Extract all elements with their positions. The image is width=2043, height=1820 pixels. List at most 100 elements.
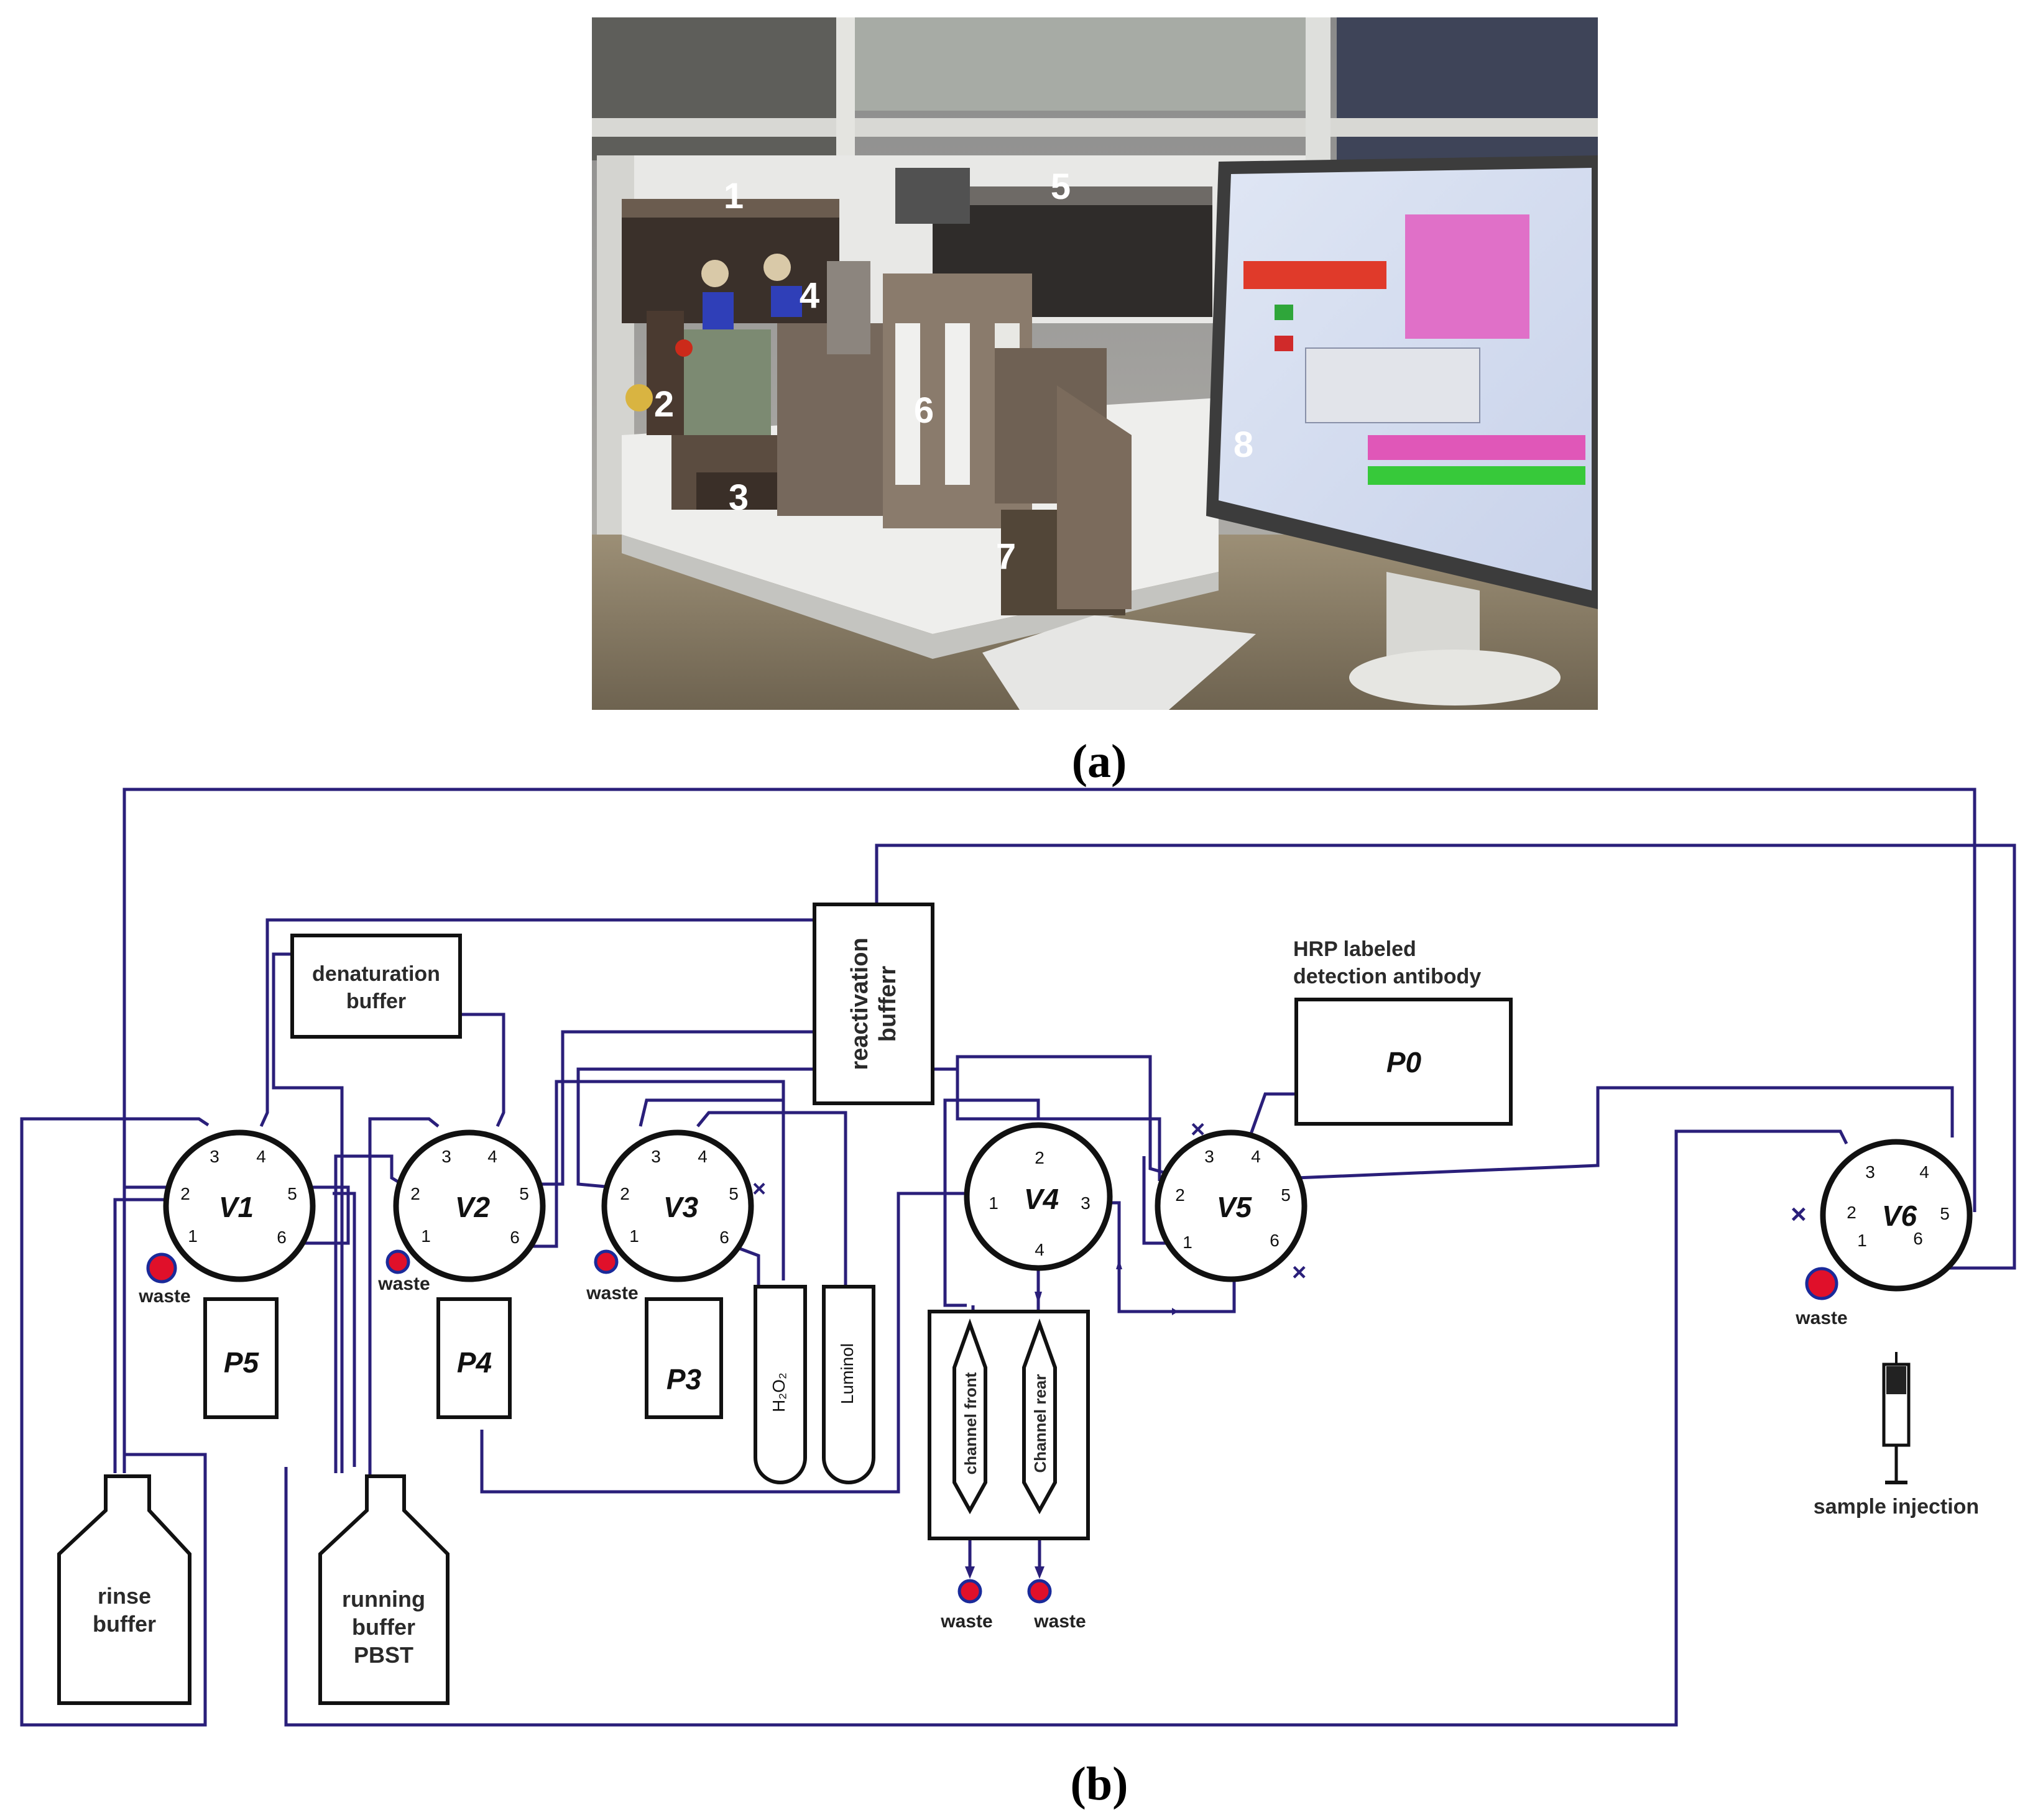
channel-rear-label: Channel rear bbox=[1031, 1374, 1049, 1473]
svg-text:rinse: rinse bbox=[98, 1583, 151, 1609]
svg-text:4: 4 bbox=[487, 1147, 497, 1166]
photo-label-4: 4 bbox=[800, 275, 819, 316]
photo-label-3: 3 bbox=[729, 477, 749, 518]
svg-text:×: × bbox=[1292, 1259, 1306, 1286]
svg-text:reactivation: reactivation bbox=[847, 937, 873, 1070]
svg-text:5: 5 bbox=[1940, 1204, 1950, 1223]
svg-text:5: 5 bbox=[519, 1184, 529, 1203]
photo-label-6: 6 bbox=[914, 390, 934, 431]
svg-text:1: 1 bbox=[629, 1226, 639, 1246]
instrument-photo: 1 2 3 4 5 6 7 8 bbox=[592, 17, 1598, 710]
svg-text:3: 3 bbox=[210, 1147, 219, 1166]
svg-text:6: 6 bbox=[510, 1228, 520, 1247]
svg-text:1: 1 bbox=[989, 1193, 998, 1213]
svg-text:5: 5 bbox=[1281, 1185, 1291, 1205]
svg-text:2: 2 bbox=[1847, 1203, 1856, 1222]
svg-text:2: 2 bbox=[410, 1184, 420, 1203]
svg-text:6: 6 bbox=[277, 1228, 287, 1247]
svg-text:buffer: buffer bbox=[352, 1614, 415, 1640]
svg-text:V4: V4 bbox=[1024, 1183, 1059, 1215]
valve-v3: V3 1 2 3 4 5 6 bbox=[601, 1129, 754, 1282]
svg-text:2: 2 bbox=[180, 1184, 190, 1203]
waste-markers: waste waste waste waste waste waste bbox=[138, 1249, 1848, 1632]
svg-text:buffer: buffer bbox=[93, 1611, 156, 1637]
svg-text:×: × bbox=[1791, 1199, 1807, 1229]
svg-text:running: running bbox=[342, 1586, 425, 1612]
pump-p5: P5 bbox=[203, 1297, 279, 1419]
svg-text:waste: waste bbox=[586, 1283, 638, 1303]
reactivation-buffer: reactivation bufferr bbox=[813, 903, 934, 1105]
caption-a: (a) bbox=[1072, 735, 1127, 788]
photo-label-5: 5 bbox=[1051, 167, 1071, 207]
flow-cell: channel front Channel rear bbox=[928, 1310, 1090, 1540]
svg-text:3: 3 bbox=[1204, 1147, 1214, 1166]
photo-label-7: 7 bbox=[996, 536, 1016, 577]
svg-text:1: 1 bbox=[1857, 1231, 1867, 1250]
svg-text:P4: P4 bbox=[457, 1346, 492, 1379]
svg-text:waste: waste bbox=[1033, 1611, 1086, 1632]
valve-v6: V6 1 2 3 4 5 6 × bbox=[1791, 1139, 1973, 1292]
svg-text:1: 1 bbox=[421, 1226, 431, 1246]
svg-text:4: 4 bbox=[1919, 1162, 1929, 1182]
valve-v5: V5 1 2 3 4 5 6 × × bbox=[1155, 1116, 1307, 1286]
svg-text:P0: P0 bbox=[1386, 1046, 1422, 1078]
photo-label-8: 8 bbox=[1234, 425, 1253, 465]
running-buffer-bottle: running buffer PBST bbox=[318, 1474, 450, 1705]
svg-text:1: 1 bbox=[188, 1226, 198, 1246]
svg-text:detection antibody: detection antibody bbox=[1293, 965, 1481, 988]
svg-text:2: 2 bbox=[1035, 1148, 1045, 1167]
svg-text:2: 2 bbox=[620, 1184, 630, 1203]
flow-arrows bbox=[965, 1259, 1178, 1579]
svg-text:6: 6 bbox=[1270, 1231, 1280, 1250]
svg-text:4: 4 bbox=[256, 1147, 266, 1166]
fluidic-schematic: V1 1 2 3 4 5 6 V2 1 2 3 4 5 6 V3 1 2 3 4… bbox=[20, 788, 2016, 1727]
svg-text:Luminol: Luminol bbox=[837, 1343, 857, 1404]
svg-text:V1: V1 bbox=[219, 1191, 254, 1223]
svg-text:buffer: buffer bbox=[346, 990, 406, 1013]
svg-text:waste: waste bbox=[138, 1286, 190, 1307]
sample-syringe: sample injection bbox=[1814, 1352, 1979, 1519]
svg-text:×: × bbox=[1191, 1116, 1205, 1143]
svg-text:V2: V2 bbox=[455, 1191, 491, 1223]
valve-v2: V2 1 2 3 4 5 6 bbox=[393, 1129, 546, 1282]
caption-b: (b) bbox=[1071, 1758, 1128, 1810]
photo-label-2: 2 bbox=[654, 384, 674, 425]
svg-text:2: 2 bbox=[1175, 1185, 1185, 1205]
svg-text:P5: P5 bbox=[224, 1346, 260, 1379]
svg-text:V6: V6 bbox=[1882, 1200, 1917, 1232]
svg-text:waste: waste bbox=[377, 1274, 430, 1294]
valve-v4: V4 1 2 3 4 bbox=[964, 1122, 1113, 1271]
pump-p4: P4 bbox=[436, 1297, 512, 1419]
valve-v1: V1 1 2 3 4 5 6 bbox=[163, 1129, 316, 1282]
svg-text:V3: V3 bbox=[663, 1191, 699, 1223]
svg-text:3: 3 bbox=[1081, 1193, 1091, 1213]
svg-text:P3: P3 bbox=[666, 1363, 702, 1395]
sample-injection-label: sample injection bbox=[1814, 1495, 1979, 1519]
svg-text:H₂O₂: H₂O₂ bbox=[769, 1372, 788, 1412]
svg-text:HRP labeled: HRP labeled bbox=[1293, 937, 1416, 961]
pump-p3: P3 bbox=[645, 1297, 723, 1419]
svg-text:4: 4 bbox=[1251, 1147, 1261, 1166]
svg-text:4: 4 bbox=[1035, 1240, 1045, 1259]
svg-text:1: 1 bbox=[1183, 1233, 1192, 1252]
h2o2-tube: H₂O₂ bbox=[754, 1285, 807, 1484]
channel-front-label: channel front bbox=[961, 1372, 980, 1474]
svg-text:3: 3 bbox=[441, 1147, 451, 1166]
denaturation-buffer: denaturation buffer bbox=[290, 934, 462, 1039]
svg-text:×: × bbox=[752, 1176, 766, 1202]
svg-text:denaturation: denaturation bbox=[312, 962, 440, 986]
svg-text:6: 6 bbox=[1913, 1229, 1923, 1248]
svg-text:5: 5 bbox=[287, 1184, 297, 1203]
svg-text:3: 3 bbox=[1865, 1162, 1875, 1182]
svg-text:5: 5 bbox=[729, 1184, 739, 1203]
hrp-antibody-p0: HRP labeled detection antibody P0 bbox=[1293, 937, 1513, 1126]
photo-label-1: 1 bbox=[724, 176, 744, 216]
luminol-tube: Luminol bbox=[822, 1285, 875, 1484]
svg-text:waste: waste bbox=[1795, 1308, 1847, 1328]
svg-text:V5: V5 bbox=[1217, 1191, 1253, 1223]
svg-text:6: 6 bbox=[719, 1228, 729, 1247]
svg-text:4: 4 bbox=[698, 1147, 708, 1166]
svg-text:PBST: PBST bbox=[354, 1642, 413, 1668]
svg-text:waste: waste bbox=[940, 1611, 992, 1632]
rinse-buffer-bottle: rinse buffer bbox=[57, 1474, 191, 1705]
